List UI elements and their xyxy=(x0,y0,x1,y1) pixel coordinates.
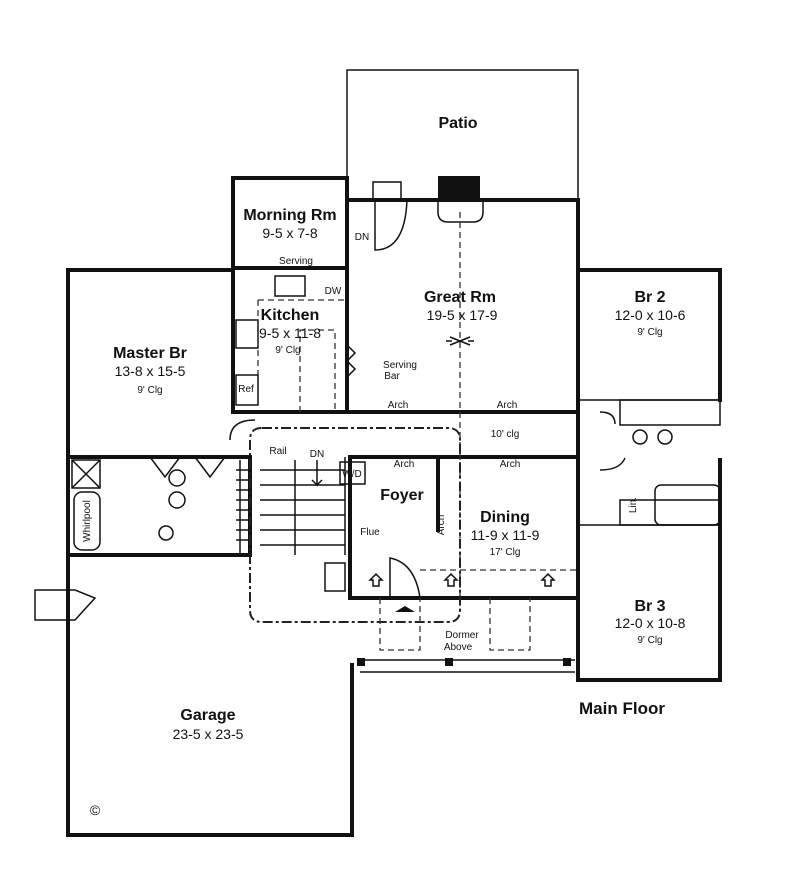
range-icon xyxy=(235,319,259,349)
refrigerator-label: Ref xyxy=(238,384,254,395)
kitchen-ceiling: 9' Clg xyxy=(275,345,300,356)
garage-label: Garage xyxy=(180,707,235,724)
dining-label: Dining xyxy=(480,509,530,526)
staircase xyxy=(236,457,346,555)
br2-dims: 12-0 x 10-6 xyxy=(615,307,686,323)
porch-column xyxy=(357,658,365,666)
serving-bar-label-2: Bar xyxy=(384,371,400,382)
dining-ceiling: 17' Clg xyxy=(490,547,521,558)
entry-arrow-icon xyxy=(395,606,415,612)
exterior-walls xyxy=(66,176,722,837)
br3-dims: 12-0 x 10-8 xyxy=(615,615,686,631)
master-br-ceiling: 9' Clg xyxy=(137,385,162,396)
foyer-label: Foyer xyxy=(380,487,424,504)
dishwasher-label: DW xyxy=(325,286,342,297)
down-label: DN xyxy=(355,232,369,243)
sink-icon xyxy=(274,275,306,297)
arch-label: Arch xyxy=(388,400,409,411)
patio: Patio xyxy=(346,69,579,200)
morning-rm-label: Morning Rm xyxy=(243,207,336,224)
hall-ceiling-label: 10' clg xyxy=(491,429,520,440)
door-great-rm[interactable] xyxy=(374,199,408,251)
arch-label: Arch xyxy=(500,459,521,470)
arch-label: Arch xyxy=(436,515,447,536)
kitchen-dims: 9-5 x 11-8 xyxy=(259,325,321,341)
br3-label: Br 3 xyxy=(634,598,665,615)
copyright-mark: © xyxy=(90,802,101,818)
flue-label: Flue xyxy=(360,527,380,538)
ceiling-fan-icon xyxy=(446,336,474,346)
master-br-label: Master Br xyxy=(113,345,187,362)
serving-label: Serving xyxy=(279,256,313,267)
serving-bar-label: Serving xyxy=(383,360,417,371)
stair-down-label: DN xyxy=(310,449,324,460)
whirlpool-label: Whirlpool xyxy=(82,500,93,542)
washer-dryer-label: W/D xyxy=(342,469,361,480)
patio-label: Patio xyxy=(438,115,477,132)
dormer-label-2: Above xyxy=(444,642,473,653)
great-rm-dims: 19-5 x 17-9 xyxy=(427,307,498,323)
morning-rm-dims: 9-5 x 7-8 xyxy=(262,225,317,241)
floor-title: Main Floor xyxy=(579,699,665,718)
dormer-label: Dormer xyxy=(445,630,479,641)
br2-ceiling: 9' Clg xyxy=(637,327,662,338)
br3-ceiling: 9' Clg xyxy=(637,635,662,646)
dining-dims: 11-9 x 11-9 xyxy=(471,527,540,543)
front-door[interactable] xyxy=(389,557,421,599)
fireplace xyxy=(438,176,480,200)
master-br-dims: 13-8 x 15-5 xyxy=(115,363,186,379)
kitchen-label: Kitchen xyxy=(261,307,320,324)
great-rm-label: Great Rm xyxy=(424,289,496,306)
br2-label: Br 2 xyxy=(634,289,665,306)
linen-label: Lin. xyxy=(628,497,639,513)
garage-dims: 23-5 x 23-5 xyxy=(173,726,244,742)
rail-label: Rail xyxy=(269,446,286,457)
arch-label: Arch xyxy=(497,400,518,411)
arch-label: Arch xyxy=(394,459,415,470)
